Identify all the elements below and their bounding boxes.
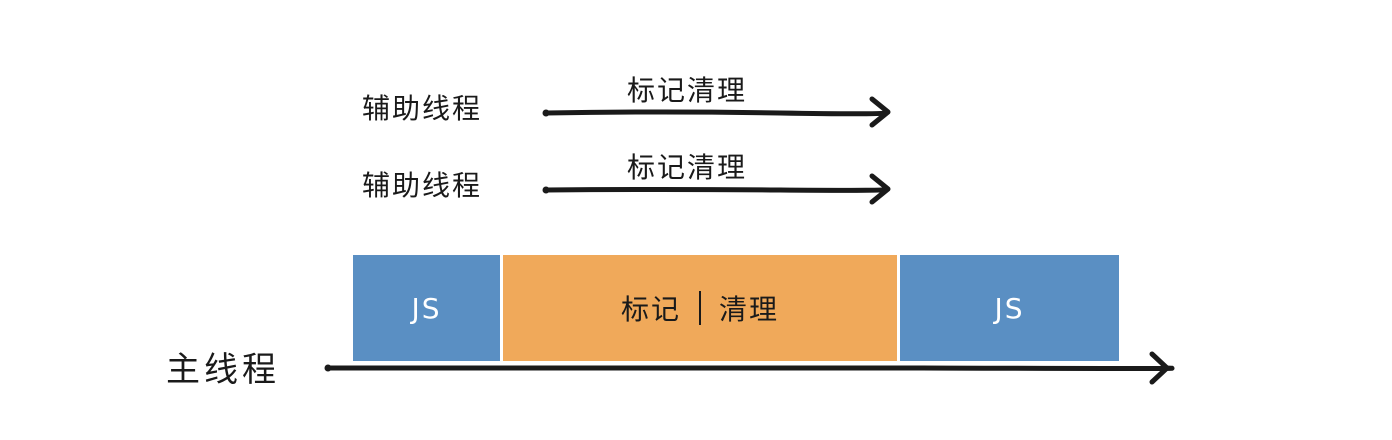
main-thread-label: 主线程	[166, 350, 280, 390]
main-js-block-2: JS	[900, 255, 1119, 361]
gc-mark-label: 标记	[620, 293, 681, 326]
helper-thread-arrow-2	[542, 173, 891, 205]
main-gc-block: 标记 清理	[503, 255, 897, 361]
helper-thread-label-2: 辅助线程	[362, 169, 483, 202]
helper-thread-arrow-1	[542, 96, 891, 128]
js-block-label-1: JS	[411, 291, 442, 325]
gc-sweep-label: 清理	[719, 293, 780, 326]
gc-phase-divider	[699, 291, 701, 325]
helper-task-label-1: 标记清理	[627, 74, 748, 107]
main-thread-arrow	[324, 351, 1175, 385]
js-block-label-2: JS	[994, 291, 1025, 325]
helper-task-label-2: 标记清理	[627, 151, 748, 184]
main-js-block-1: JS	[353, 255, 500, 361]
helper-thread-label-1: 辅助线程	[362, 92, 483, 125]
